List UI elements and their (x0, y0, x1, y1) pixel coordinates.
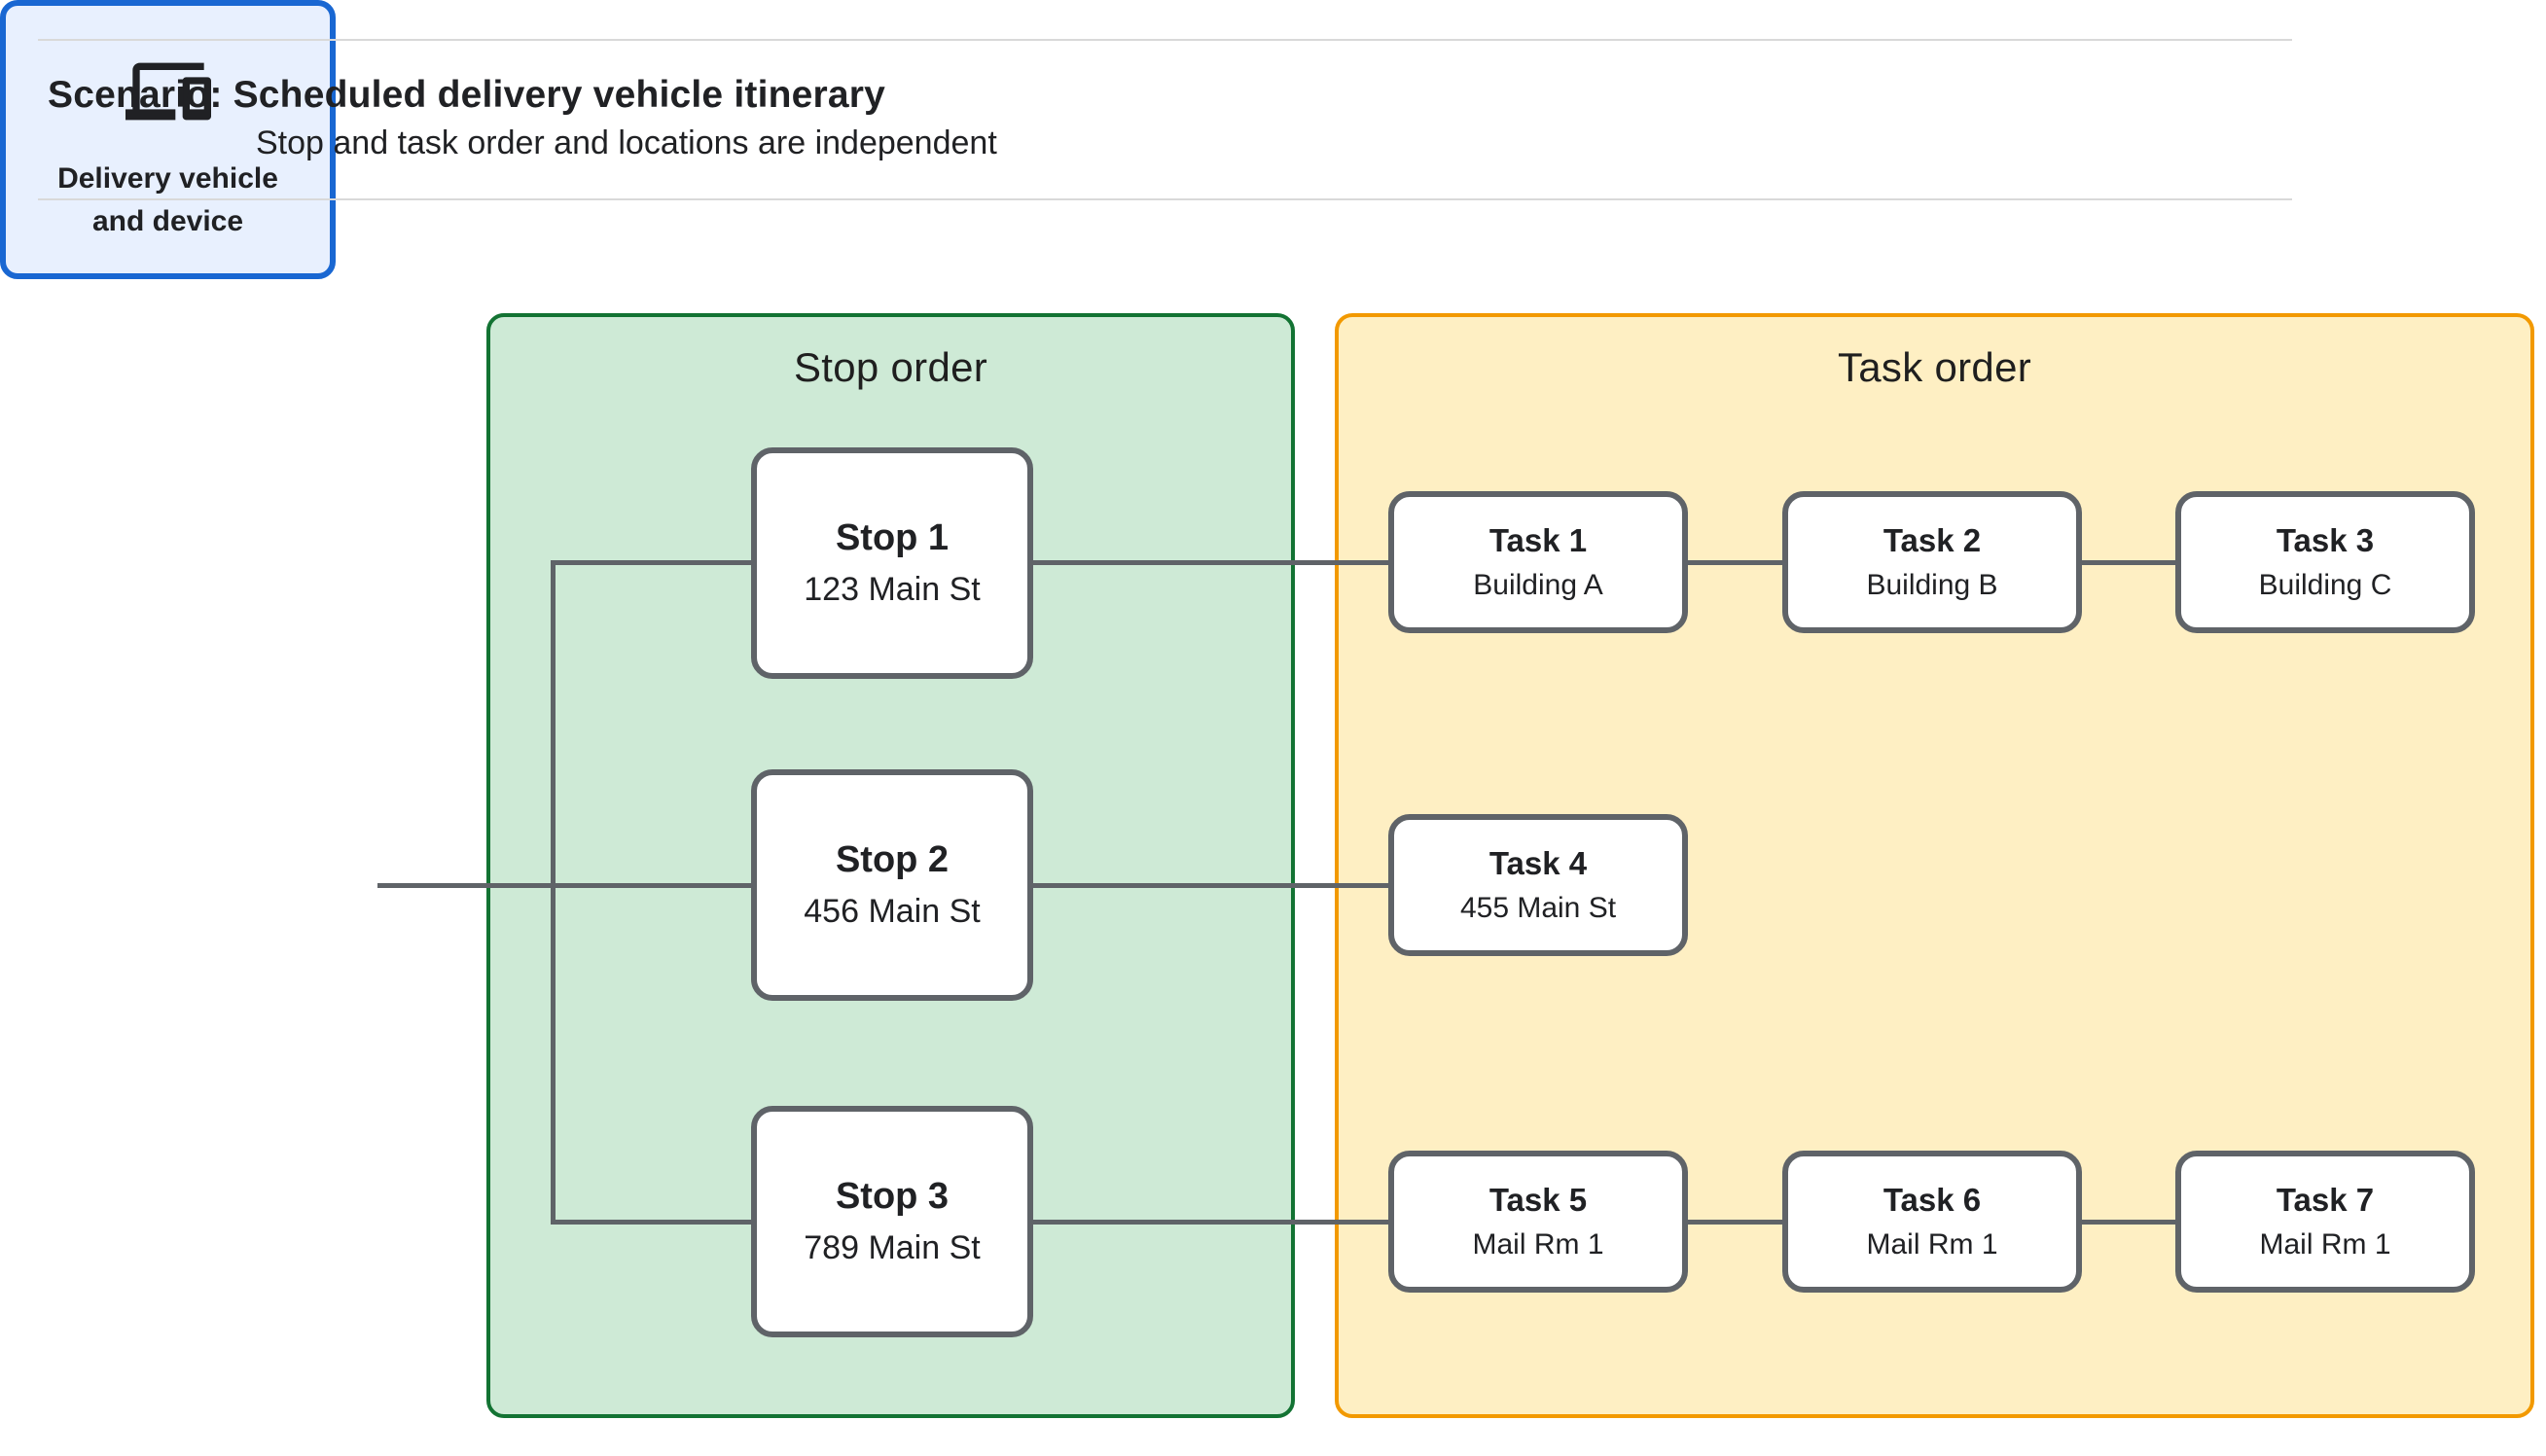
task-3-node: Task 3 Building C (2175, 491, 2475, 633)
task-5-node: Task 5 Mail Rm 1 (1388, 1151, 1688, 1293)
connector-stop1-task1 (1033, 560, 1388, 565)
stop-1-title: Stop 1 (835, 516, 950, 558)
stop-3-node: Stop 3 789 Main St (751, 1106, 1033, 1337)
connector-delivery-to-stop2 (377, 883, 754, 888)
task-2-node: Task 2 Building B (1782, 491, 2082, 633)
stop-2-node: Stop 2 456 Main St (751, 769, 1033, 1001)
connector-branch-stop3 (553, 1220, 754, 1225)
connector-stop3-task5 (1033, 1220, 1388, 1225)
connector-task1-task2 (1688, 560, 1782, 565)
stop-1-location: 123 Main St (804, 571, 981, 609)
connector-branch-stop1 (553, 560, 754, 565)
task-6-title: Task 6 (1883, 1182, 1982, 1219)
page-subtitle: Stop and task order and locations are in… (256, 124, 997, 161)
task-1-title: Task 1 (1488, 522, 1588, 559)
top-divider (38, 39, 2292, 41)
task-4-title: Task 4 (1488, 845, 1588, 882)
task-3-title: Task 3 (2276, 522, 2375, 559)
page-title: Scenario: Scheduled delivery vehicle iti… (48, 74, 886, 116)
connector-task2-task3 (2082, 560, 2175, 565)
task-2-location: Building B (1866, 568, 1998, 601)
connector-stop2-task4 (1033, 883, 1388, 888)
task-1-location: Building A (1473, 568, 1603, 601)
task-5-location: Mail Rm 1 (1472, 1227, 1604, 1261)
stop-2-location: 456 Main St (804, 893, 981, 931)
devices-icon (125, 62, 211, 121)
delivery-vehicle-label: Delivery vehicle and device (57, 162, 278, 237)
task-7-location: Mail Rm 1 (2259, 1227, 2391, 1261)
task-3-location: Building C (2258, 568, 2392, 601)
stop-1-node: Stop 1 123 Main St (751, 447, 1033, 679)
connector-trunk-vertical (551, 560, 556, 1225)
task-4-location: 455 Main St (1459, 891, 1617, 924)
stop-2-title: Stop 2 (835, 838, 950, 880)
task-6-node: Task 6 Mail Rm 1 (1782, 1151, 2082, 1293)
delivery-vehicle-node: Delivery vehicle and device (0, 0, 336, 279)
connector-task6-task7 (2082, 1220, 2175, 1225)
task-7-title: Task 7 (2276, 1182, 2375, 1219)
task-7-node: Task 7 Mail Rm 1 (2175, 1151, 2475, 1293)
task-6-location: Mail Rm 1 (1866, 1227, 1998, 1261)
task-5-title: Task 5 (1488, 1182, 1588, 1219)
connector-task5-task6 (1688, 1220, 1782, 1225)
task-2-title: Task 2 (1883, 522, 1982, 559)
stop-order-panel-title: Stop order (793, 344, 988, 390)
stop-3-location: 789 Main St (804, 1229, 981, 1267)
task-order-panel-title: Task order (1837, 344, 2032, 390)
header-divider (38, 198, 2292, 200)
stop-3-title: Stop 3 (835, 1175, 950, 1217)
task-4-node: Task 4 455 Main St (1388, 814, 1688, 956)
task-1-node: Task 1 Building A (1388, 491, 1688, 633)
